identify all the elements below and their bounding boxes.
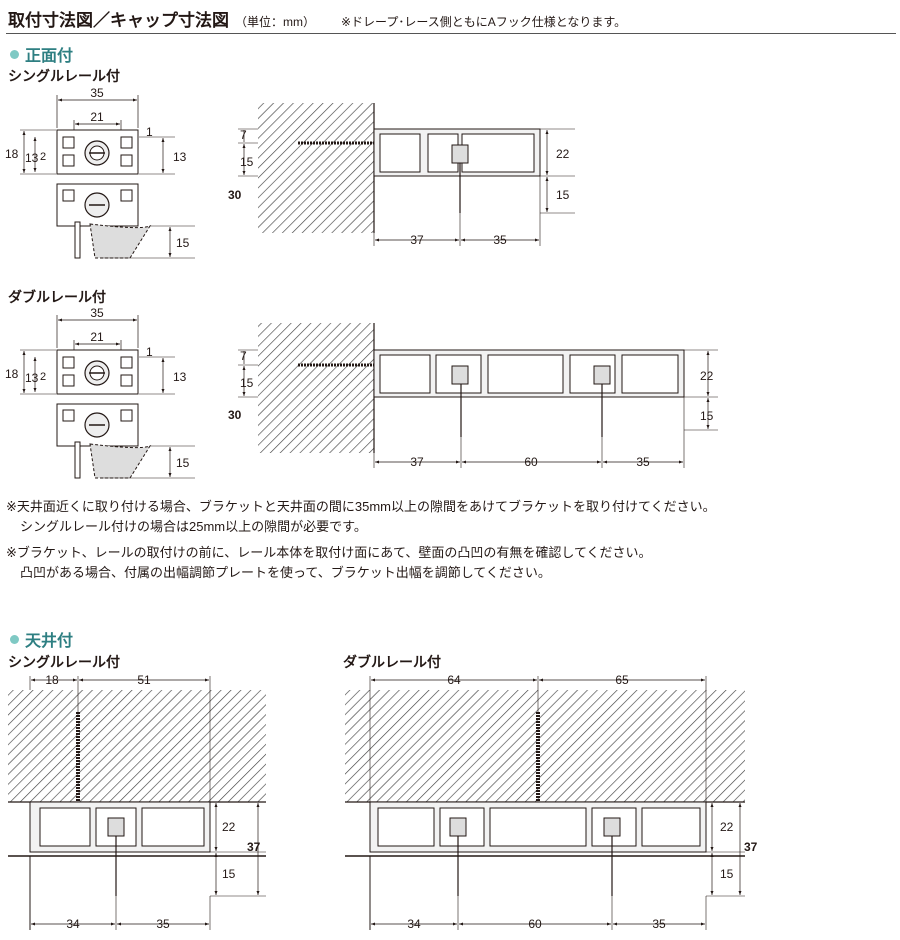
title-rule: [6, 33, 896, 34]
dim-15: 15: [176, 456, 190, 470]
dim-22: 22: [556, 147, 570, 161]
dim-37: 37: [410, 233, 424, 247]
dim-15: 15: [222, 867, 236, 881]
dim-22: 22: [222, 820, 236, 834]
dim-60: 60: [524, 455, 538, 469]
section-ceiling-heading: 天井付: [10, 627, 73, 651]
dim-15-right: 15: [700, 409, 714, 423]
note-3: ※ブラケット、レールの取付けの前に、レール本体を取付け面にあて、壁面の凸凹の有無…: [6, 545, 652, 560]
dim-18: 18: [5, 367, 19, 381]
dim-35: 35: [90, 86, 104, 100]
dim-7: 7: [240, 128, 247, 142]
front-double-bracket-drawing: 35 21 18 13 2 13 1 15: [5, 306, 195, 479]
dim-7: 7: [240, 349, 247, 363]
dim-15: 15: [720, 867, 734, 881]
dim-35-bottom: 35: [493, 233, 507, 247]
dim-64: 64: [447, 673, 461, 687]
dim-65: 65: [615, 673, 629, 687]
dim-18: 18: [45, 673, 59, 687]
note-2: シングルレール付けの場合は25mm以上の隙間が必要です。: [20, 519, 367, 534]
dim-18: 18: [5, 147, 19, 161]
ceiling-double-heading: ダブルレール付: [343, 654, 441, 670]
dim-15-left: 15: [240, 155, 254, 169]
unit-label: （単位：mm）: [235, 15, 315, 29]
dim-13a: 13: [25, 151, 39, 165]
dim-34: 34: [407, 917, 421, 931]
dim-13a: 13: [25, 371, 39, 385]
dim-2: 2: [40, 371, 46, 383]
note-4: 凸凹がある場合、付属の出幅調節プレートを使って、ブラケット出幅を調節してください…: [20, 565, 551, 580]
dim-15-left: 15: [240, 376, 254, 390]
page-title: 取付寸法図／キャップ寸法図 （単位：mm） ※ドレープ･レース側ともにAフック仕様と…: [8, 6, 626, 31]
section-front-heading: 正面付: [10, 42, 73, 66]
dim-35-bottom: 35: [636, 455, 650, 469]
dim-15-right: 15: [556, 188, 570, 202]
dim-37: 37: [744, 840, 758, 854]
title-text: 取付寸法図／キャップ寸法図: [8, 11, 229, 30]
front-double-heading: ダブルレール付: [8, 289, 106, 305]
dim-21: 21: [90, 110, 104, 124]
bullet-dot-icon: [10, 635, 19, 644]
dim-35: 35: [90, 306, 104, 320]
dim-15: 15: [176, 236, 190, 250]
dim-1: 1: [146, 345, 153, 359]
dim-2: 2: [40, 151, 46, 163]
dim-60: 60: [528, 917, 542, 931]
dim-22: 22: [720, 820, 734, 834]
bullet-dot-icon: [10, 50, 19, 59]
dim-30: 30: [228, 408, 242, 422]
dim-34: 34: [66, 917, 80, 931]
dim-30: 30: [228, 188, 242, 202]
front-single-heading: シングルレール付: [8, 68, 120, 84]
dim-35: 35: [156, 917, 170, 931]
hook-note: ※ドレープ･レース側ともにAフック仕様となります。: [341, 15, 627, 29]
ceiling-single-heading: シングルレール付: [8, 654, 120, 670]
dim-1: 1: [146, 125, 153, 139]
dim-13b: 13: [173, 370, 187, 384]
dim-51: 51: [137, 673, 151, 687]
dim-13b: 13: [173, 150, 187, 164]
dim-21: 21: [90, 330, 104, 344]
dim-37: 37: [410, 455, 424, 469]
dim-22: 22: [700, 369, 714, 383]
dim-37: 37: [247, 840, 261, 854]
note-1: ※天井面近くに取り付ける場合、ブラケットと天井面の間に35mm以上の隙間をあけて…: [6, 499, 716, 514]
dim-35: 35: [652, 917, 666, 931]
